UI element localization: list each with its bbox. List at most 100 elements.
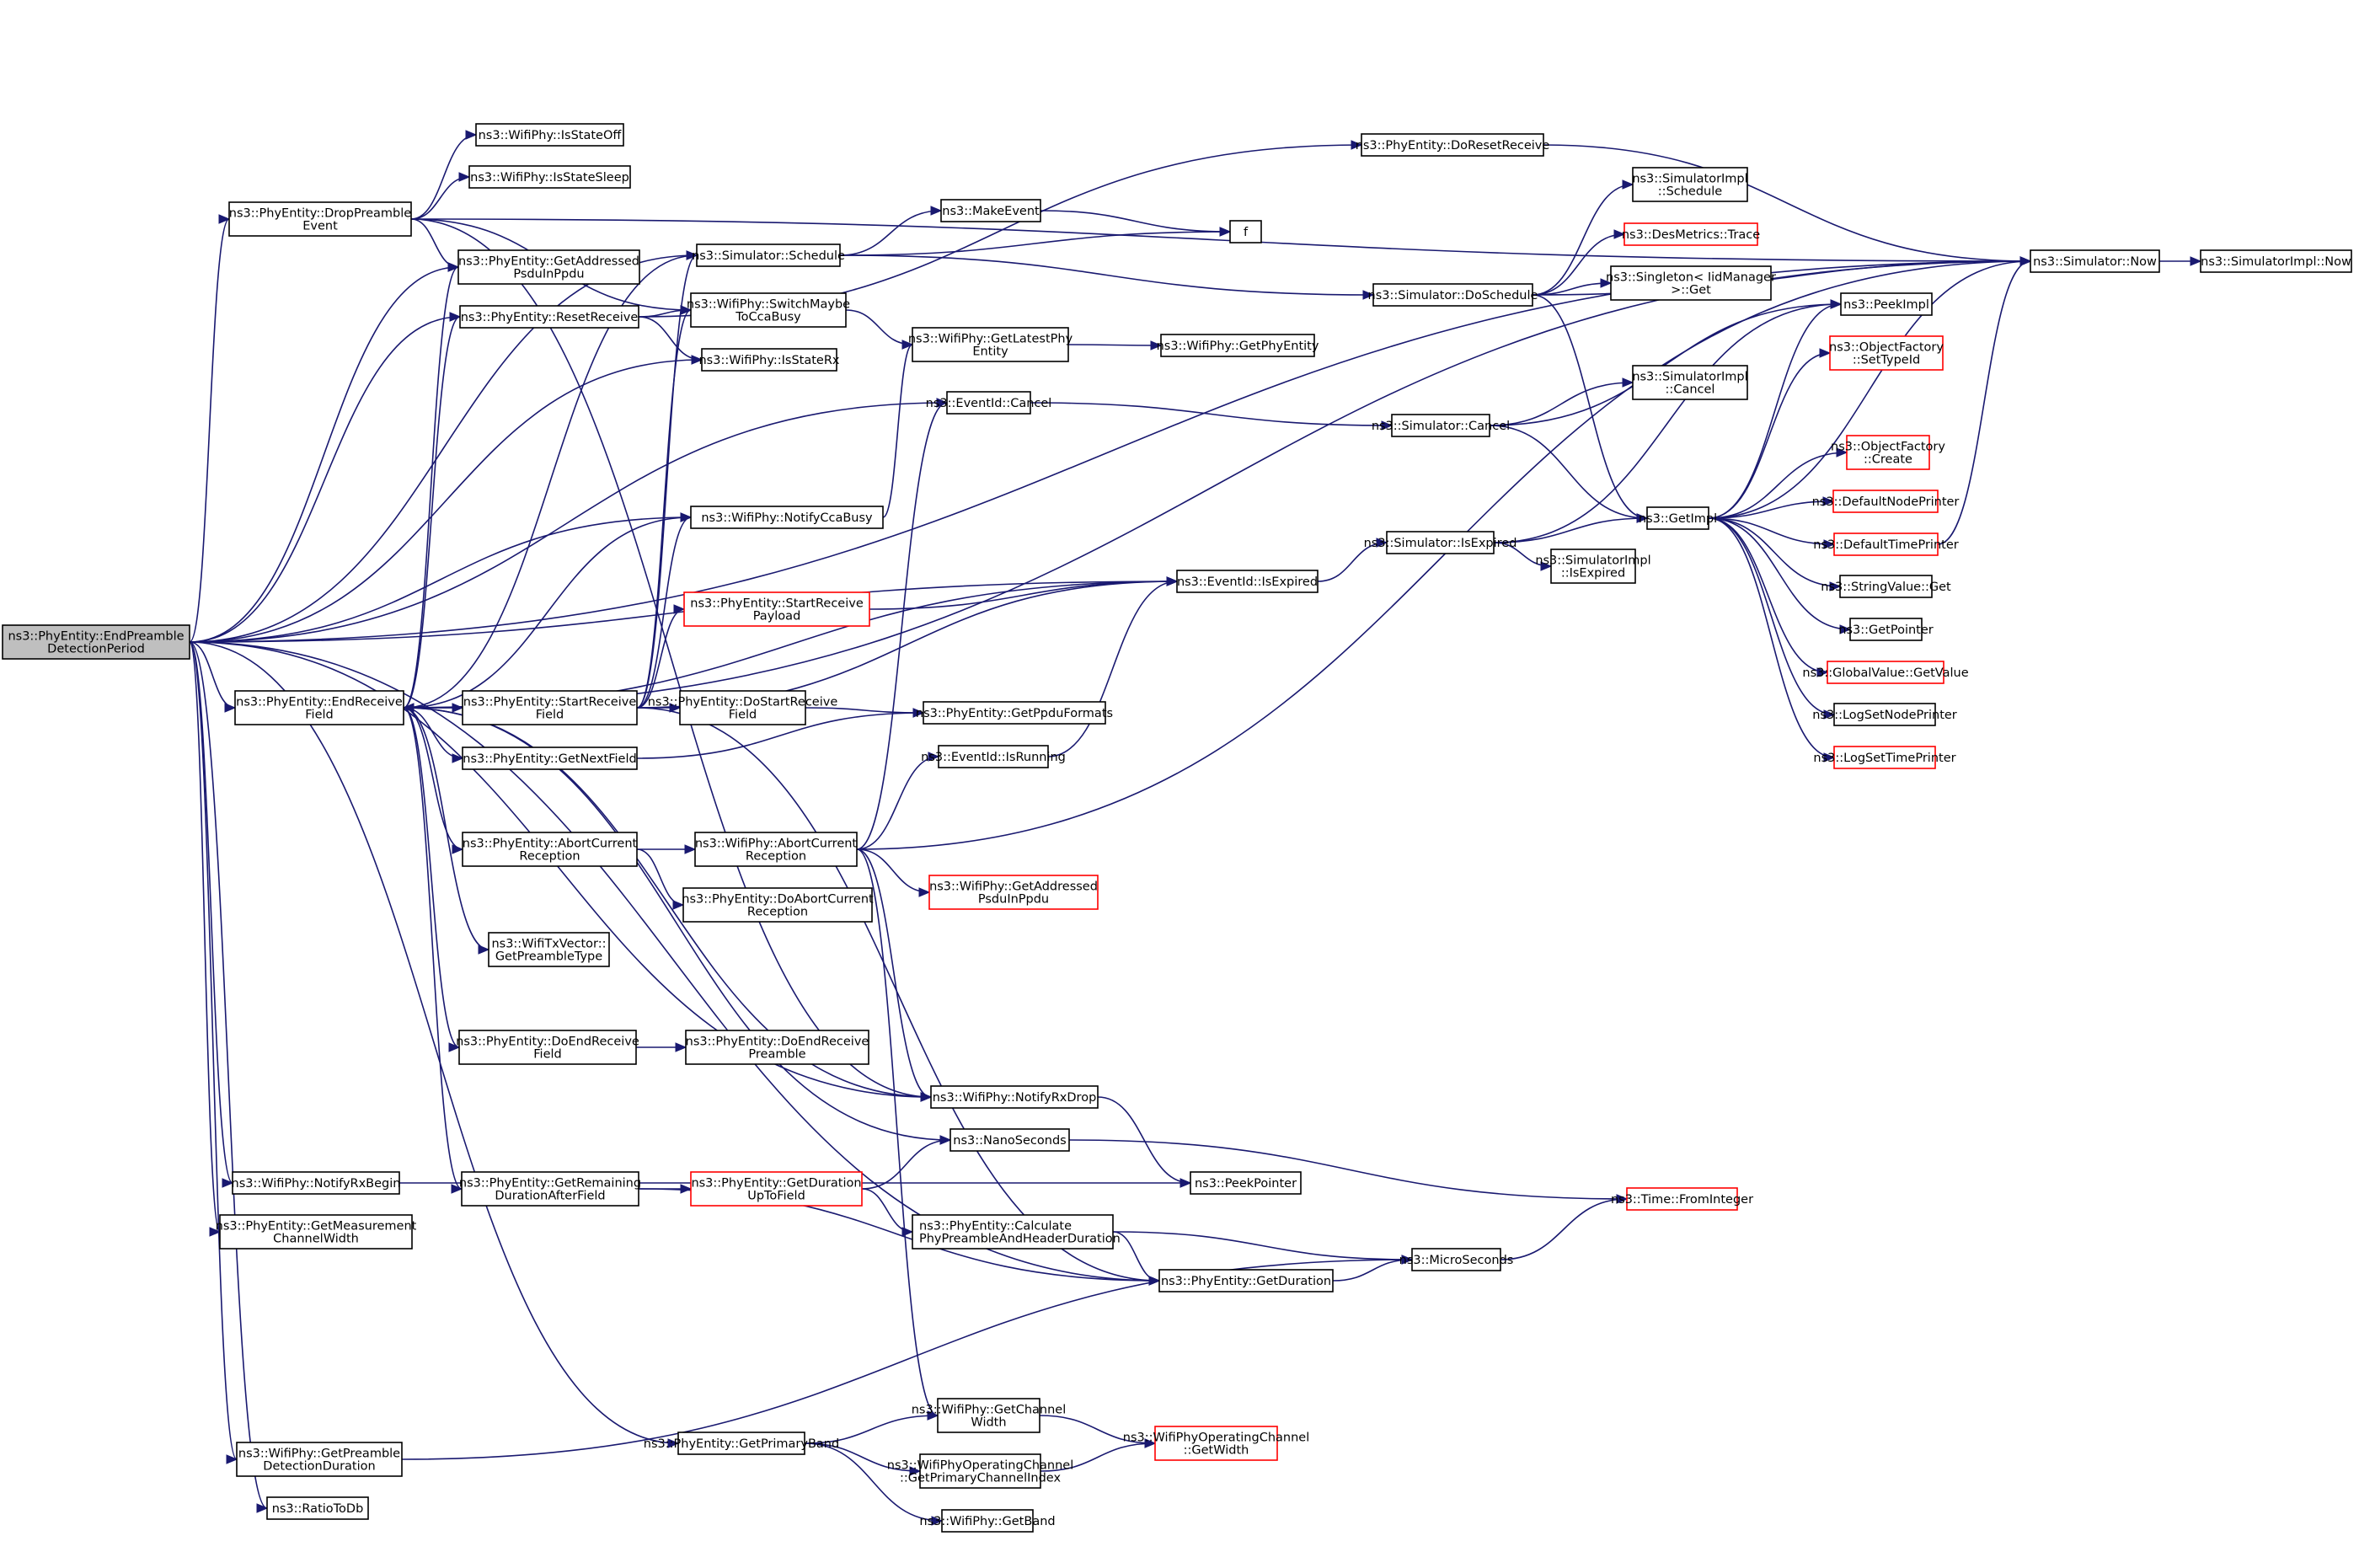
node-notifyRxDrop[interactable]: ns3::WifiPhy::NotifyRxDrop xyxy=(930,1085,1099,1109)
call-edge-peAbort-doAbort xyxy=(636,848,685,910)
node-label: ToCcaBusy xyxy=(735,311,801,324)
node-getNextField[interactable]: ns3::PhyEntity::GetNextField xyxy=(462,747,638,770)
node-getBand[interactable]: ns3::WifiPhy::GetBand xyxy=(919,1509,1056,1533)
node-gvGetValue[interactable]: ns3::GlobalValue::GetValue xyxy=(1802,661,1969,684)
node-implCancel[interactable]: ns3::SimulatorImpl::Cancel xyxy=(1632,365,1748,400)
call-edge-getImpl-getPointer xyxy=(1708,517,1852,634)
node-nanoSeconds[interactable]: ns3::NanoSeconds xyxy=(949,1128,1070,1152)
node-peekPointer[interactable]: ns3::PeekPointer xyxy=(1190,1171,1302,1195)
node-box xyxy=(690,1171,863,1207)
node-label: ns3::StringValue::Get xyxy=(1821,581,1951,594)
node-simCancel[interactable]: ns3::Simulator::Cancel xyxy=(1372,414,1510,437)
node-getDuration[interactable]: ns3::PhyEntity::GetDuration xyxy=(1158,1269,1334,1292)
node-label: ::SetTypeId xyxy=(1853,354,1920,367)
node-label: ns3::ObjectFactory xyxy=(1831,441,1945,454)
edge-line xyxy=(403,516,692,709)
node-label: ns3::Simulator::Now xyxy=(2033,255,2157,269)
node-peekImpl[interactable]: ns3::PeekImpl xyxy=(1840,292,1933,316)
call-edge-eventIsExpired-simIsExpired xyxy=(1317,538,1388,582)
node-notifyRxBegin[interactable]: ns3::WifiPhy::NotifyRxBegin xyxy=(232,1171,401,1195)
node-notifyCca[interactable]: ns3::WifiPhy::NotifyCcaBusy xyxy=(690,506,884,529)
node-label: ns3::WifiPhy::NotifyRxDrop xyxy=(933,1091,1097,1105)
node-implNow[interactable]: ns3::SimulatorImpl::Now xyxy=(2200,249,2352,273)
node-getPrimaryBand[interactable]: ns3::PhyEntity::GetPrimaryBand xyxy=(644,1432,839,1455)
node-ofCreate[interactable]: ns3::ObjectFactory::Create xyxy=(1831,435,1945,470)
node-implIsExpired[interactable]: ns3::SimulatorImpl::IsExpired xyxy=(1535,549,1651,584)
edge-line xyxy=(1489,425,1648,519)
call-edge-root-getMeasCw xyxy=(189,641,222,1237)
node-doResetReceive[interactable]: ns3::PhyEntity::DoResetReceive xyxy=(1356,133,1550,157)
node-isStateOff[interactable]: ns3::WifiPhy::IsStateOff xyxy=(475,123,624,147)
node-implSchedule[interactable]: ns3::SimulatorImpl::Schedule xyxy=(1632,167,1748,202)
node-stringGet[interactable]: ns3::StringValue::Get xyxy=(1821,575,1951,598)
node-getPrimaryIdx[interactable]: ns3::WifiPhyOperatingChannel::GetPrimary… xyxy=(887,1453,1073,1489)
node-microSeconds[interactable]: ns3::MicroSeconds xyxy=(1399,1248,1514,1271)
arrowhead-icon xyxy=(930,206,943,216)
node-getPpduFormats[interactable]: ns3::PhyEntity::GetPpduFormats xyxy=(916,701,1113,725)
node-getImpl[interactable]: ns3::GetImpl xyxy=(1639,506,1717,530)
node-box xyxy=(912,327,1069,362)
node-defTimePrinter[interactable]: ns3::DefaultTimePrinter xyxy=(1813,532,1959,556)
call-edge-calcPreamble-microSeconds xyxy=(1112,1231,1414,1265)
node-schedule[interactable]: ns3::Simulator::Schedule xyxy=(692,243,845,267)
node-getMeasCw[interactable]: ns3::PhyEntity::GetMeasurementChannelWid… xyxy=(216,1214,417,1250)
call-edge-getLatestPhy-getPhyEntity xyxy=(1067,340,1163,351)
node-isStateRx[interactable]: ns3::WifiPhy::IsStateRx xyxy=(698,348,840,372)
node-eventIsExpired[interactable]: ns3::EventId::IsExpired xyxy=(1176,570,1319,593)
edge-line xyxy=(1708,517,1835,545)
node-setTypeId[interactable]: ns3::ObjectFactory::SetTypeId xyxy=(1829,335,1944,371)
node-logNodePrinter[interactable]: ns3::LogSetNodePrinter xyxy=(1812,703,1957,726)
node-eventCancel[interactable]: ns3::EventId::Cancel xyxy=(926,391,1052,415)
node-doSchedule[interactable]: ns3::Simulator::DoSchedule xyxy=(1368,283,1538,307)
node-label: ::IsExpired xyxy=(1561,567,1625,581)
node-defNodePrinter[interactable]: ns3::DefaultNodePrinter xyxy=(1812,490,1960,513)
node-label: ns3::WifiPhy::NotifyCcaBusy xyxy=(701,511,873,525)
node-label: ns3::DefaultNodePrinter xyxy=(1812,495,1960,509)
node-simIsExpired[interactable]: ns3::Simulator::IsExpired xyxy=(1364,531,1517,554)
node-getPhyEntity[interactable]: ns3::WifiPhy::GetPhyEntity xyxy=(1157,334,1319,357)
node-getPointer[interactable]: ns3::GetPointer xyxy=(1838,618,1934,641)
node-desTrace[interactable]: ns3::DesMetrics::Trace xyxy=(1622,222,1760,246)
node-ratioToDb[interactable]: ns3::RatioToDb xyxy=(266,1496,369,1520)
node-isRunning[interactable]: ns3::EventId::IsRunning xyxy=(921,745,1066,768)
node-label: ns3::PhyEntity::DoEndReceive xyxy=(456,1036,639,1049)
node-getPreambleType[interactable]: ns3::WifiTxVector::GetPreambleType xyxy=(488,932,610,967)
node-getRemaining[interactable]: ns3::PhyEntity::GetRemainingDurationAfte… xyxy=(459,1171,641,1207)
edge-line xyxy=(1708,260,2031,519)
edge-line xyxy=(856,848,939,1416)
node-getPreambleDet[interactable]: ns3::WifiPhy::GetPreambleDetectionDurati… xyxy=(236,1442,403,1477)
node-timeFromInt[interactable]: ns3::Time::FromInteger xyxy=(1611,1187,1753,1211)
edge-line xyxy=(839,231,1231,256)
edge-line xyxy=(856,260,2031,850)
node-f[interactable]: f xyxy=(1229,220,1262,243)
node-label: Payload xyxy=(753,610,801,623)
node-isStateSleep[interactable]: ns3::WifiPhy::IsStateSleep xyxy=(468,165,631,189)
arrowhead-icon xyxy=(218,214,231,224)
call-edge-getImpl-logTimePrinter xyxy=(1708,517,1836,763)
edge-line xyxy=(1489,382,1634,426)
node-singleton[interactable]: ns3::Singleton< IidManager>::Get xyxy=(1606,265,1776,301)
node-resetReceive[interactable]: ns3::PhyEntity::ResetReceive xyxy=(459,305,639,329)
node-opGetWidth[interactable]: ns3::WifiPhyOperatingChannel::GetWidth xyxy=(1123,1426,1309,1461)
node-logTimePrinter[interactable]: ns3::LogSetTimePrinter xyxy=(1813,746,1956,769)
node-calcPreamble[interactable]: ns3::PhyEntity::CalculatePhyPreambleAndH… xyxy=(912,1214,1121,1250)
node-now[interactable]: ns3::Simulator::Now xyxy=(2030,249,2160,273)
node-makeEvent[interactable]: ns3::MakeEvent xyxy=(940,199,1041,222)
node-root[interactable]: ns3::PhyEntity::EndPreambleDetectionPeri… xyxy=(2,624,190,660)
